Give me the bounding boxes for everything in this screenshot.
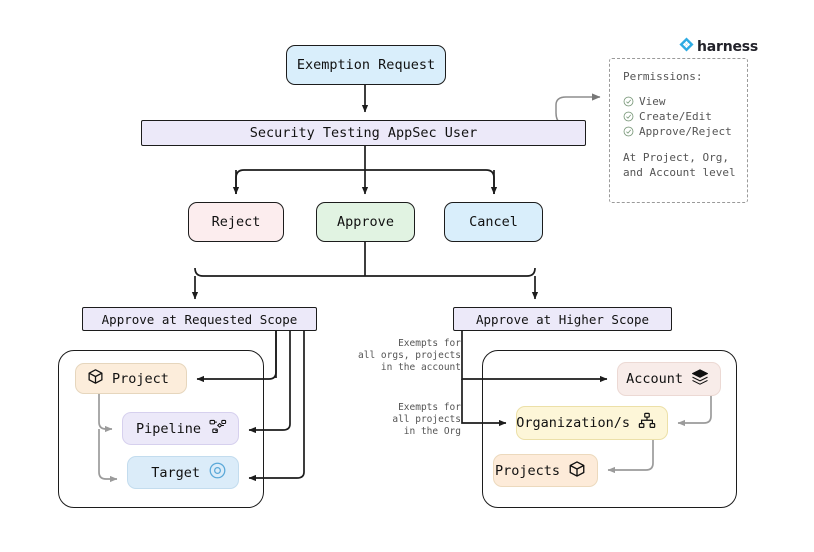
scope-right-label: Approve at Higher Scope <box>475 311 650 327</box>
node-target[interactable]: Target <box>127 456 239 489</box>
caption-org-exempt-l1: Exempts for <box>398 402 461 413</box>
permission-item-create-edit-label: Create/Edit <box>639 110 712 123</box>
requested-scope-group <box>58 350 264 508</box>
node-user-label: Security Testing AppSec User <box>249 125 478 141</box>
node-exemption-request-label: Exemption Request <box>296 57 436 73</box>
node-pipeline[interactable]: Pipeline <box>122 412 239 445</box>
cube-icon <box>87 368 104 389</box>
node-organizations-label: Organization/s <box>516 415 630 431</box>
permissions-footer-line1: At Project, Org, <box>623 151 729 164</box>
check-circle-icon <box>623 126 634 137</box>
node-approve-at-higher-scope[interactable]: Approve at Higher Scope <box>453 307 672 331</box>
caption-org-exempt-l3: in the Org <box>403 426 461 437</box>
node-projects[interactable]: Projects <box>493 454 598 487</box>
permission-item-create-edit: Create/Edit <box>623 109 736 124</box>
target-icon <box>208 461 227 484</box>
node-reject[interactable]: Reject <box>188 202 284 242</box>
scope-left-label: Approve at Requested Scope <box>101 311 298 327</box>
node-project-label: Project <box>112 370 169 387</box>
org-chart-icon <box>638 412 656 434</box>
cube-icon <box>568 460 586 482</box>
caption-account-exempt-l2: all orgs, projects <box>358 350 461 361</box>
node-pipeline-label: Pipeline <box>135 420 201 437</box>
node-approve-label: Approve <box>337 214 394 230</box>
caption-account-exempt-l3: in the account <box>380 362 461 373</box>
permission-item-view-label: View <box>639 95 666 108</box>
node-reject-label: Reject <box>211 214 261 230</box>
harness-diamond-logo-icon <box>679 37 694 56</box>
node-account[interactable]: Account <box>617 362 721 396</box>
check-circle-icon <box>623 111 634 122</box>
node-projects-label: Projects <box>494 462 560 479</box>
permission-item-approve-reject: Approve/Reject <box>623 124 736 139</box>
node-exemption-request[interactable]: Exemption Request <box>286 45 446 85</box>
node-project[interactable]: Project <box>75 363 187 394</box>
harness-logo-text: harness <box>697 38 759 55</box>
node-cancel-label: Cancel <box>469 214 518 230</box>
permissions-panel: Permissions: View Create/Edit <box>609 58 748 203</box>
harness-logo: harness <box>679 37 758 56</box>
caption-account-exempt: Exempts for all orgs, projects in the ac… <box>357 338 461 374</box>
node-cancel[interactable]: Cancel <box>444 202 543 242</box>
permissions-footer: At Project, Org, and Account level <box>623 150 736 180</box>
node-approve-at-requested-scope[interactable]: Approve at Requested Scope <box>82 307 317 331</box>
caption-account-exempt-l1: Exempts for <box>398 338 461 349</box>
check-circle-icon <box>623 96 634 107</box>
permission-item-view: View <box>623 94 736 109</box>
permissions-footer-line2: and Account level <box>623 166 736 179</box>
caption-org-exempt-l2: all projects <box>392 414 461 425</box>
permissions-title: Permissions: <box>623 70 703 83</box>
layers-icon <box>691 368 709 390</box>
caption-org-exempt: Exempts for all projects in the Org <box>357 402 461 438</box>
node-approve[interactable]: Approve <box>316 202 415 242</box>
pipeline-icon <box>209 419 227 439</box>
node-organizations[interactable]: Organization/s <box>516 406 668 440</box>
higher-scope-group <box>482 350 737 508</box>
node-account-label: Account <box>626 371 683 387</box>
permission-item-approve-reject-label: Approve/Reject <box>639 125 732 138</box>
node-target-label: Target <box>151 464 200 481</box>
node-security-testing-appsec-user[interactable]: Security Testing AppSec User <box>141 120 586 146</box>
